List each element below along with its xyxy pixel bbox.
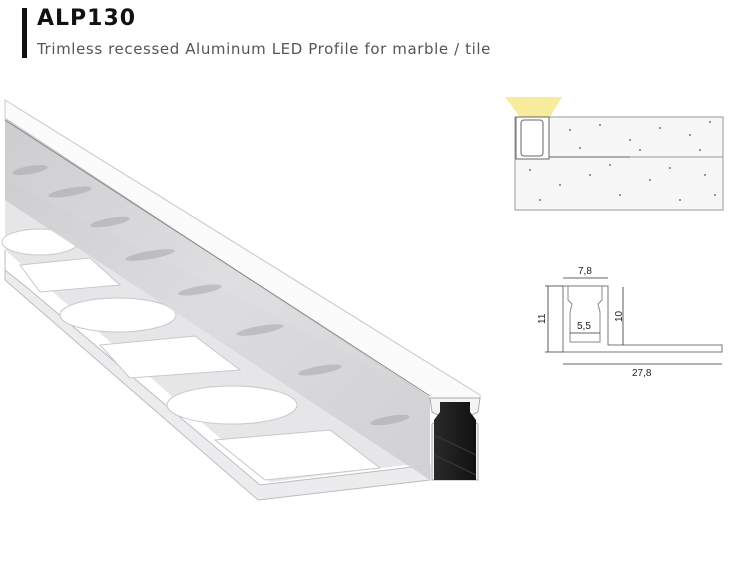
- header-accent-bar: [22, 8, 27, 58]
- product-subtitle: Trimless recessed Aluminum LED Profile f…: [37, 40, 491, 58]
- product-title: ALP130: [37, 6, 137, 31]
- end-cap: [434, 402, 476, 480]
